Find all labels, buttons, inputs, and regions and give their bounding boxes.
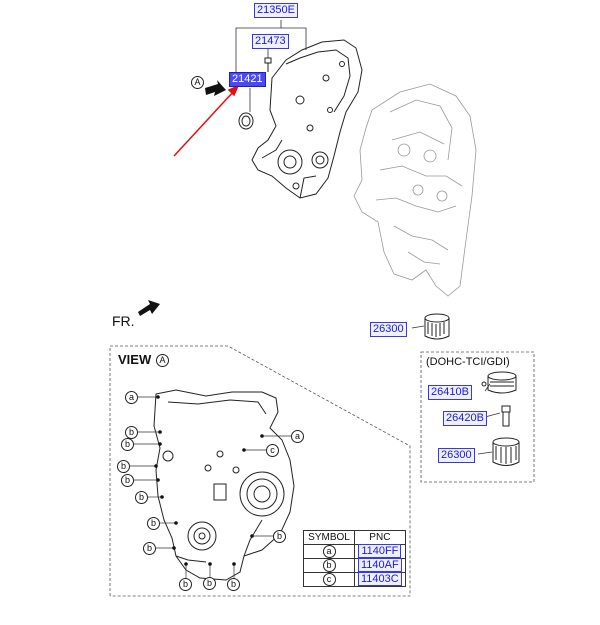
bolt-symbol-b: b bbox=[117, 460, 130, 473]
legend-symbol: b bbox=[322, 559, 336, 572]
bolt-points bbox=[154, 395, 264, 566]
callout-21350E[interactable]: 21350E bbox=[254, 3, 298, 18]
bolt-symbol-c: c bbox=[266, 444, 279, 457]
variant-title: (DOHC-TCI/GDI) bbox=[426, 356, 510, 368]
timing-cover-drawing bbox=[251, 39, 363, 199]
legend-pnc-link[interactable]: 11403C bbox=[358, 572, 402, 586]
legend-symbol: c bbox=[322, 573, 336, 586]
view-title: VIEW bbox=[118, 352, 152, 367]
bolt-symbol-b: b bbox=[147, 517, 160, 530]
fitting-drawing bbox=[501, 405, 511, 427]
legend-header-pnc: PNC bbox=[354, 530, 406, 545]
front-label: FR. bbox=[112, 313, 135, 329]
bolt-symbol-a: a bbox=[125, 391, 138, 404]
oil-filter-drawing bbox=[424, 313, 450, 340]
legend-row: c 11403C bbox=[303, 572, 406, 587]
legend-pnc-link[interactable]: 1140FF bbox=[358, 544, 402, 558]
bolt-symbol-a: a bbox=[291, 430, 304, 443]
view-direction-arrow bbox=[205, 80, 226, 96]
callout-26420B[interactable]: 26420B bbox=[443, 411, 487, 426]
legend-row: a 1140FF bbox=[303, 544, 406, 559]
bolt-symbol-b: b bbox=[273, 530, 286, 543]
front-direction-arrow bbox=[138, 300, 160, 316]
legend-row: b 1140AF bbox=[303, 558, 406, 573]
callout-26300-variant[interactable]: 26300 bbox=[438, 448, 475, 463]
bolt-symbol-b: b bbox=[203, 577, 216, 590]
view-title-letter: A bbox=[156, 354, 169, 367]
red-pointer-arrow bbox=[173, 84, 240, 157]
bolt-symbol-b: b bbox=[121, 438, 134, 451]
bolt-symbol-b: b bbox=[179, 578, 192, 591]
variant-frame bbox=[420, 351, 535, 483]
bolt-drawing bbox=[264, 57, 272, 72]
bolt-legend-table: SYMBOL PNC a 1140FF b 1140AF c 11403C bbox=[303, 530, 406, 587]
legend-header-symbol: SYMBOL bbox=[303, 530, 355, 545]
bolt-symbol-b: b bbox=[121, 474, 134, 487]
view-a-frame bbox=[109, 345, 411, 597]
bolt-symbol-b: b bbox=[135, 491, 148, 504]
oil-seal-drawing bbox=[238, 112, 254, 130]
callout-21473[interactable]: 21473 bbox=[252, 34, 289, 49]
callout-21421[interactable]: 21421 bbox=[229, 72, 266, 87]
oil-cooler-drawing bbox=[481, 371, 517, 394]
view-arrow-letter: A bbox=[191, 76, 204, 89]
callout-26300-main[interactable]: 26300 bbox=[370, 322, 407, 337]
legend-symbol: a bbox=[322, 545, 336, 558]
view-a-cover-drawing bbox=[153, 389, 295, 581]
bolt-leaders bbox=[130, 396, 292, 580]
engine-block-outline bbox=[353, 83, 477, 297]
oil-filter-variant-drawing bbox=[492, 437, 520, 466]
callout-26410B[interactable]: 26410B bbox=[428, 385, 472, 400]
legend-pnc-link[interactable]: 1140AF bbox=[358, 558, 402, 572]
bolt-symbol-b: b bbox=[143, 542, 156, 555]
bolt-symbol-b: b bbox=[227, 578, 240, 591]
